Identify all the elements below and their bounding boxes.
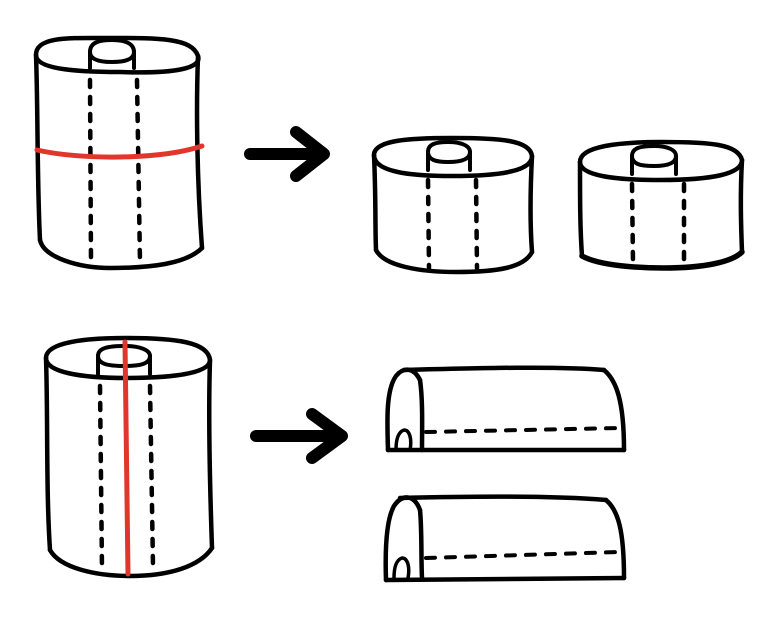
right-arrow-icon	[244, 126, 330, 182]
half-roll-1	[385, 365, 627, 453]
roll-core-dashed-lines	[87, 77, 143, 265]
short-roll-1	[371, 135, 535, 275]
cut-line-horizontal	[34, 143, 205, 160]
short-roll-2	[577, 139, 745, 271]
roll-core	[88, 38, 136, 70]
diagram-row-vertical-cut	[43, 335, 627, 583]
cut-line-vertical	[122, 339, 131, 577]
right-arrow-icon-2	[250, 408, 348, 464]
paper-towel-roll-tall-2	[43, 335, 215, 579]
half-roll-2	[383, 494, 627, 583]
paper-towel-roll-tall	[33, 35, 205, 271]
diagram-row-horizontal-cut	[33, 35, 745, 275]
